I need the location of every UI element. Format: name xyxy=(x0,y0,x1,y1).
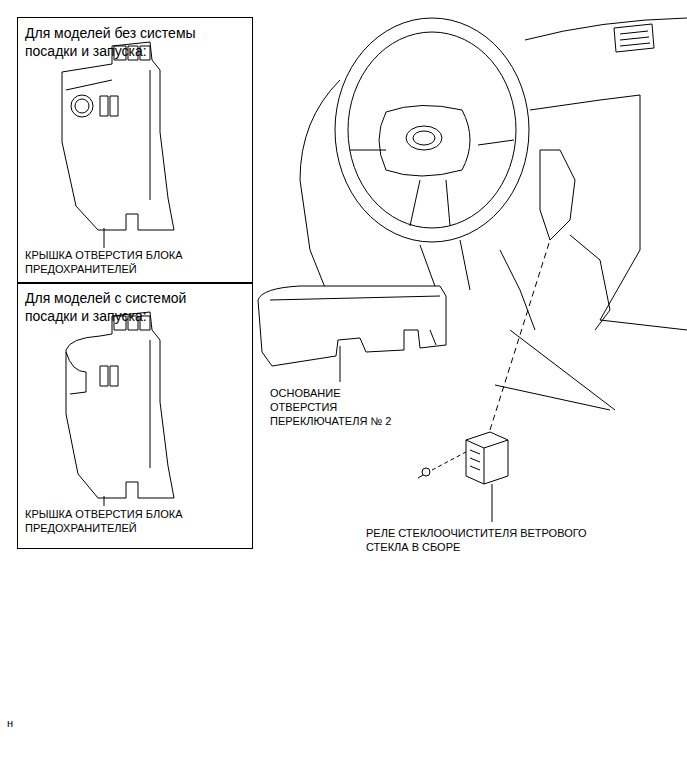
cover-part xyxy=(66,312,174,506)
inset-heading: Для моделей с системой посадки и запуска… xyxy=(25,289,230,325)
image-code: н xyxy=(7,716,27,730)
part-name: КРЫШКА ОТВЕРСТИЯ БЛОКА ПРЕДОХРАНИТЕЛЕЙ xyxy=(25,248,230,276)
steering-wheel xyxy=(335,18,529,242)
relay-part xyxy=(418,240,550,522)
inset-box: Для моделей без системы посадки и запуск… xyxy=(17,17,253,284)
dashboard xyxy=(300,18,687,410)
part-name: РЕЛЕ СТЕКЛООЧИСТИТЕЛЯ ВЕТРОВОГО СТЕКЛА В… xyxy=(366,526,616,554)
inset-heading: Для моделей без системы посадки и запуск… xyxy=(25,24,230,60)
switch-base-part xyxy=(258,286,446,382)
inset-box: Для моделей с системой посадки и запуска… xyxy=(17,282,253,549)
part-name: КРЫШКА ОТВЕРСТИЯ БЛОКА ПРЕДОХРАНИТЕЛЕЙ xyxy=(25,507,230,535)
part-name: ОСНОВАНИЕ ОТВЕРСТИЯ ПЕРЕКЛЮЧАТЕЛЯ № 2 xyxy=(270,386,410,428)
cover-part xyxy=(62,42,174,248)
